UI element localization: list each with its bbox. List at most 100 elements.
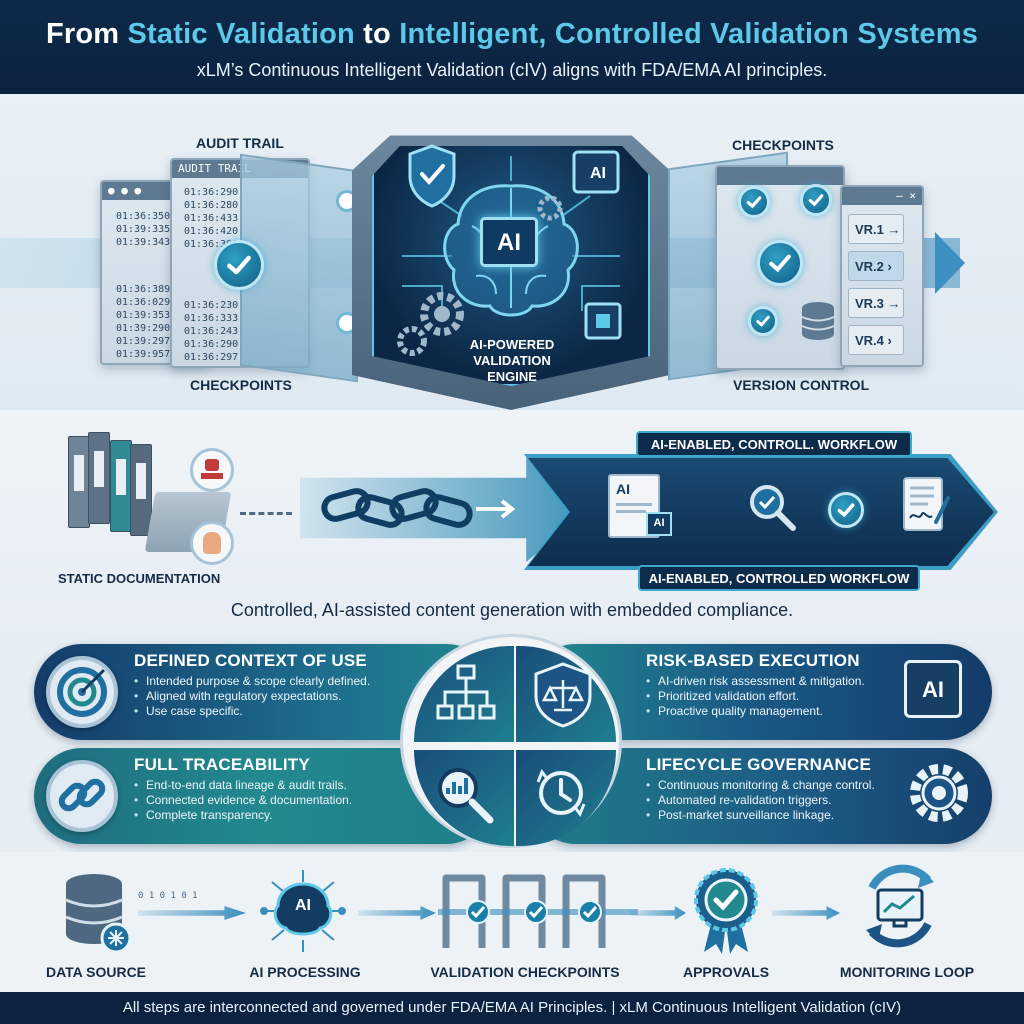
version-tag[interactable]: VR.4 › [848,325,904,355]
title-part-2: to [354,18,400,50]
target-icon [46,656,118,728]
audit-log-list-b: 01:36:230 01:36:333 01:36:243 01:36:290 … [172,251,308,364]
process-step-label: DATA SOURCE [45,964,147,980]
log-line: 01:39:335 [116,224,171,235]
engine-label: AI-POWERED VALIDATION ENGINE [452,337,572,385]
principle-context-text: DEFINED CONTEXT OF USE Intended purpose … [134,651,414,719]
microchip-icon [584,302,622,340]
principle-bullet: Post-market surveillance linkage. [646,808,902,823]
checkpoint-check-icon [748,306,778,336]
validation-gates [438,874,638,948]
principle-title: RISK-BASED EXECUTION [646,651,860,670]
log-line: 01:36:029 [116,297,171,308]
cycle-clock-icon [536,768,586,818]
checkpoint-check-icon [800,184,832,216]
workflow-label-top: AI-ENABLED, CONTROLL. WORKFLOW [636,431,912,457]
audit-log-line: 01:36:420 [184,226,239,237]
principle-bullet: AI-driven risk assessment & mitigation. [646,674,898,689]
principle-bullet: Proactive quality management. [646,704,898,719]
binder-icon [130,444,152,536]
version-control-label: VERSION CONTROL [733,377,870,393]
log-line: 01:39:957 [116,349,171,360]
principle-bullet: Automated re-validation triggers. [646,793,902,808]
left-log-list-a: 01:36:350 01:39:335 01:39:343 [102,200,208,249]
process-step-label: VALIDATION CHECKPOINTS [430,964,620,980]
engine-label-line: VALIDATION [473,353,551,368]
audit-log-line: 01:36:333 [184,313,239,324]
checkpoints-right-label: CHECKPOINTS [732,137,834,153]
principle-lifecycle-text: LIFECYCLE GOVERNANCE Continuous monitori… [646,755,902,823]
workflow-check-icon [828,492,864,528]
stamp-icon [190,448,234,492]
magnifier-icon [750,485,796,531]
log-line: 01:39:343 [116,237,171,248]
version-tag-label: VR.2 [855,259,884,274]
principle-risk-text: RISK-BASED EXECUTION AI-driven risk asse… [646,651,898,719]
analytics-magnifier-icon [438,768,494,824]
audit-log-line: 01:36:297 [184,352,239,363]
binder-icon [88,432,110,524]
binder-icon [68,436,90,528]
binder-icon [110,440,132,532]
title-highlight-intelligent: Intelligent, Controlled Validation Syste… [399,18,979,50]
gear-icon [397,292,464,356]
middle-caption: Controlled, AI-assisted content generati… [230,600,794,620]
principle-title: FULL TRACEABILITY [134,755,310,774]
log-line: 01:39:353 [116,310,171,321]
engine-label-line: ENGINE [487,369,537,384]
hand-stop-icon [190,521,234,565]
page-subtitle: xLM’s Continuous Intelligent Validation … [196,60,828,80]
checkpoints-left-label: CHECKPOINTS [190,377,292,393]
static-documentation-label: STATIC DOCUMENTATION [58,571,221,586]
checkpoint-check-icon [757,240,803,286]
principle-bullet: Use case specific. [134,704,414,719]
version-tag[interactable]: VR.3 → [848,288,904,318]
page-title: From Static Validation to Intelligent, C… [0,18,1024,51]
title-highlight-static: Static Validation [127,18,355,50]
principle-bullet: End-to-end data lineage & audit trails. [134,778,414,793]
ai-brain-circuit-icon [260,870,346,952]
database-icon [801,302,835,340]
process-step-label: AI PROCESSING [249,964,361,980]
engine-label-line: AI-POWERED [469,337,555,352]
version-tag-label: VR.4 [855,333,884,348]
audit-log-line: 01:36:280 [184,200,239,211]
data-bits: 0 1 0 1 0 1 [138,891,198,901]
ai-processing-chip: AI [295,897,311,914]
audit-log-list-a: 01:36:290 01:36:280 01:36:433 01:36:420 … [172,178,308,251]
version-tag[interactable]: VR.2 › [848,251,904,281]
log-line: 01:36:389 [116,284,171,295]
gate-check-icon [466,900,602,924]
process-step-label: MONITORING LOOP [839,964,975,980]
principle-bullet: Connected evidence & documentation. [134,793,414,808]
audit-log-line: 01:36:290 [184,339,239,350]
version-window-bar: — ✕ [842,187,922,205]
audit-log-line: 01:36:290 [184,187,239,198]
version-tag-label: VR.3 [855,296,884,311]
shield-scale-icon [534,662,592,728]
approval-badge-icon [694,868,758,954]
doc-ai-text: AI [616,481,630,497]
engine-ai-badge: AI [590,165,606,182]
left-log-list-b: 01:36:389 01:36:029 01:39:353 01:39:290 … [102,249,208,361]
database-icon [65,874,132,954]
ai-document-icon: AI [608,474,660,538]
flowchart-icon [436,664,496,720]
principle-bullet: Prioritized validation effort. [646,689,898,704]
audit-log-line: 01:36:390 [184,239,239,250]
log-line: 01:39:297 [116,336,171,347]
title-part-1: From [45,18,128,50]
checkpoint-check-icon [214,240,264,290]
principle-bullet: Aligned with regulatory expectations. [134,689,414,704]
principle-title: DEFINED CONTEXT OF USE [134,651,367,670]
shield-check-icon [408,144,456,208]
gear-icon [910,764,968,822]
signed-document-icon [903,477,950,531]
flow-arrow-head [935,232,965,294]
audit-log-line: 01:36:433 [184,213,239,224]
doc-ai-badge: AI [646,512,672,536]
version-tag[interactable]: VR.1 → [848,214,904,244]
monitoring-loop-icon [866,864,934,948]
ai-chip-icon [572,150,620,194]
log-line: 01:39:290 [116,323,171,334]
